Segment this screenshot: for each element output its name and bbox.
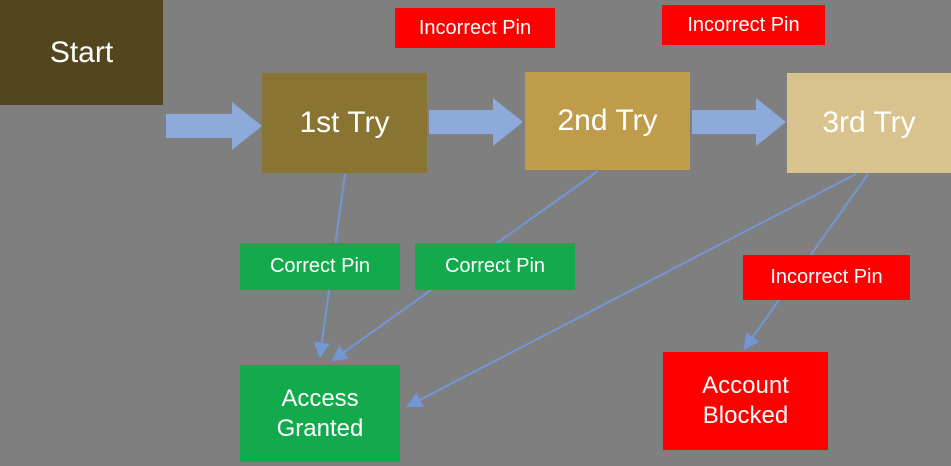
label-correct-pin-2: Correct Pin xyxy=(415,243,575,290)
connector-try3-to-access-granted xyxy=(405,173,857,408)
node-second-try-label: 2nd Try xyxy=(557,104,658,137)
node-account-blocked-label: Account Blocked xyxy=(702,372,789,429)
label-incorrect-pin-1-text: Incorrect Pin xyxy=(418,16,532,39)
block-arrow-start-to-try1-icon xyxy=(166,102,262,150)
node-start-label: Start xyxy=(49,35,114,69)
node-account-blocked: Account Blocked xyxy=(663,352,828,450)
node-third-try: 3rd Try xyxy=(787,73,951,173)
label-incorrect-pin-1: Incorrect Pin xyxy=(395,8,555,48)
node-access-granted: Access Granted xyxy=(240,365,400,462)
block-arrow-try1-to-try2-icon xyxy=(429,98,523,146)
label-correct-pin-2-text: Correct Pin xyxy=(444,255,546,277)
label-correct-pin-1-text: Correct Pin xyxy=(269,255,371,277)
node-third-try-label: 3rd Try xyxy=(822,106,916,139)
block-arrow-try2-to-try3-icon xyxy=(692,98,786,146)
node-second-try: 2nd Try xyxy=(525,72,690,170)
label-correct-pin-1: Correct Pin xyxy=(240,243,400,290)
node-first-try-label: 1st Try xyxy=(299,106,390,139)
label-incorrect-pin-3-text: Incorrect Pin xyxy=(770,266,883,288)
node-start: Start xyxy=(0,0,163,105)
label-incorrect-pin-3: Incorrect Pin xyxy=(743,255,910,300)
node-access-granted-label: Access Granted xyxy=(276,384,364,442)
node-first-try: 1st Try xyxy=(262,73,427,173)
label-incorrect-pin-2-text: Incorrect Pin xyxy=(687,13,800,36)
label-incorrect-pin-2: Incorrect Pin xyxy=(662,5,825,45)
